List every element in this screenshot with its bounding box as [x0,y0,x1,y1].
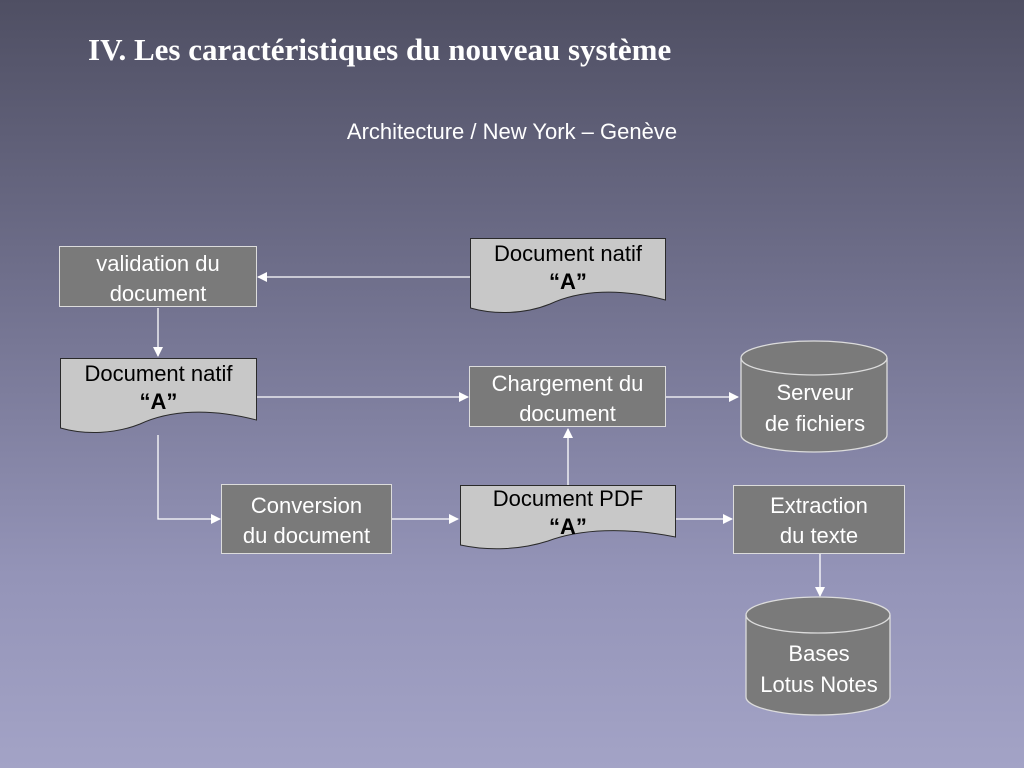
doc-natif-left-line2: “A” [139,389,178,414]
document-shape [60,358,257,433]
chargement-line2: document [519,401,616,426]
bases-line2: Lotus Notes [760,672,878,697]
validation-line2: document [109,281,207,306]
document-pdf: Document PDF “A” [460,485,676,551]
extraction-line2: du texte [779,523,859,548]
serveur-line1: Serveur [776,380,854,405]
slide-title: IV. Les caractéristiques du nouveau syst… [88,32,672,67]
doc-natif-top-line2: “A” [549,269,587,294]
extraction-box: Extraction du texte [733,485,905,554]
document-natif-top: Document natif “A” [470,238,666,316]
conversion-line1: Conversion [250,493,363,518]
conversion-box: Conversion du document [221,484,392,554]
serveur-database: Serveur de fichiers [740,340,890,455]
arrow-natif-to-conversion [157,435,221,524]
doc-natif-left-line1: Document natif [84,361,233,386]
validation-box: validation du document [59,246,257,307]
conversion-line2: du document [242,523,371,548]
serveur-line2: de fichiers [764,411,866,436]
chargement-box: Chargement du document [469,366,666,427]
bases-database: Bases Lotus Notes [745,596,893,718]
validation-line1: validation du [96,251,220,276]
doc-natif-top-line1: Document natif [494,241,642,266]
document-shape [470,238,666,313]
database-shape [740,340,888,453]
document-shape [460,485,676,550]
chargement-line1: Chargement du [491,371,644,396]
database-shape [745,596,891,716]
extraction-line1: Extraction [770,493,868,518]
slide-subtitle: Architecture / New York – Genève [346,119,678,144]
doc-pdf-line2: “A” [549,514,587,539]
document-natif-left: Document natif “A” [60,358,257,436]
bases-line1: Bases [788,641,850,666]
doc-pdf-line1: Document PDF [492,486,644,511]
